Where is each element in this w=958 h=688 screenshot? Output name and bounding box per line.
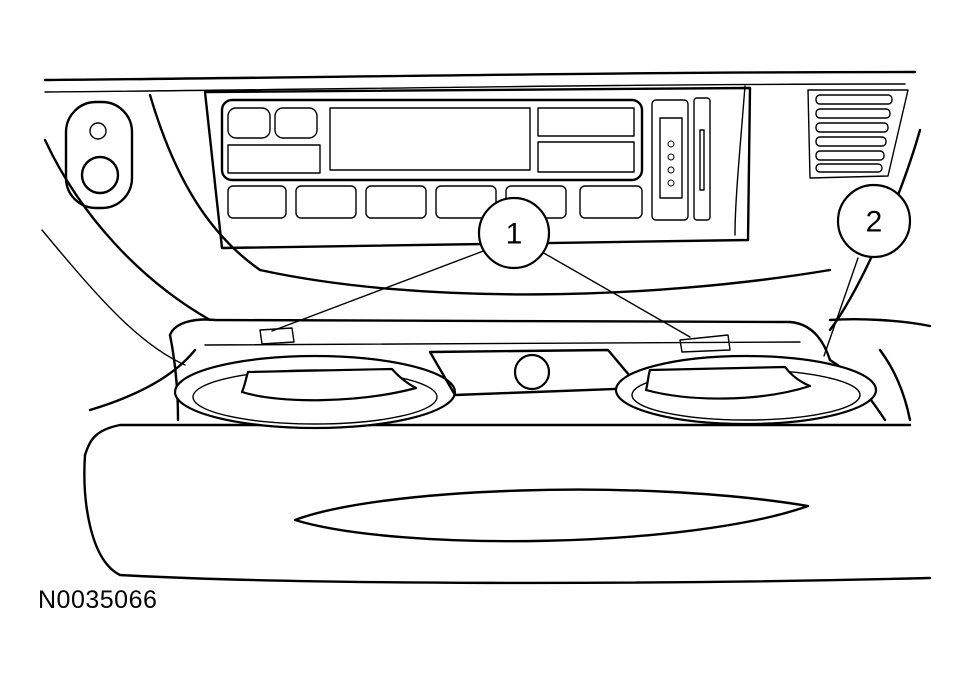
radio-climate-panel <box>203 86 752 250</box>
callout-leaders <box>271 249 859 357</box>
air-vent <box>807 89 909 179</box>
dashboard-outline <box>41 70 922 366</box>
callout-1: 1 <box>477 196 551 270</box>
callout-1-number: 1 <box>506 218 523 251</box>
figure-id: N0035066 <box>38 586 158 614</box>
dash-switch <box>64 100 134 210</box>
callout-2-number: 2 <box>866 206 883 239</box>
callout-2: 2 <box>836 183 912 259</box>
console-cup-holder <box>83 318 932 585</box>
